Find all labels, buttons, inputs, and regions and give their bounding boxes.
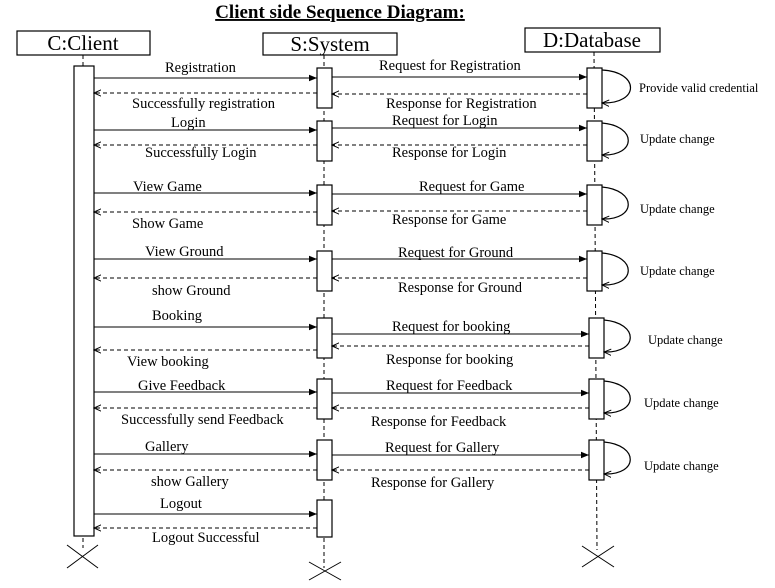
db-note: Update change: [640, 132, 715, 146]
client-response-label: Successfully send Feedback: [121, 412, 284, 428]
client-request-label: Login: [171, 115, 206, 131]
diagram-title: Client side Sequence Diagram:: [215, 2, 465, 23]
system-response-label: Response for Registration: [386, 96, 537, 112]
system-request-label: Request for Feedback: [386, 378, 513, 394]
database-activation: [588, 378, 605, 420]
destroy-mark-client: [66, 544, 99, 569]
system-response-label: Response for booking: [386, 352, 513, 368]
self-call-arrow: [604, 441, 631, 474]
system-response-label: Response for Gallery: [371, 475, 495, 491]
system-activation: [316, 378, 333, 420]
system-activation: [316, 317, 333, 359]
system-response-label: Response for Feedback: [371, 414, 507, 430]
destroy-mark-system: [308, 561, 342, 581]
client-request-label: Give Feedback: [138, 378, 226, 394]
system-request-label: Request for Ground: [398, 245, 514, 261]
client-request-label: Gallery: [145, 439, 189, 455]
destroy-mark-database: [581, 545, 615, 568]
system-request-label: Request for Game: [419, 179, 525, 195]
self-call-arrow: [602, 186, 629, 219]
system-activation: [316, 67, 333, 109]
db-note: Update change: [640, 202, 715, 216]
database-activation: [586, 184, 603, 226]
database-activation: [588, 317, 605, 359]
client-request-label: View Game: [133, 179, 202, 195]
client-response-label: show Ground: [152, 283, 231, 299]
client-response-label: Show Game: [132, 216, 203, 232]
client-response-label: Successfully registration: [132, 96, 276, 112]
client-response-label: View booking: [127, 354, 209, 370]
system-response-label: Response for Login: [392, 145, 507, 161]
client-response-label: Successfully Login: [145, 145, 257, 161]
actor-system-label: S:System: [290, 32, 369, 56]
db-note: Update change: [644, 396, 719, 410]
database-activation: [586, 67, 603, 109]
system-response-label: Response for Ground: [398, 280, 523, 296]
system-request-label: Request for Login: [392, 113, 498, 129]
database-activation: [588, 439, 605, 481]
actor-client-label: C:Client: [47, 31, 118, 55]
self-call-arrow: [604, 380, 631, 413]
actor-client: C:Client: [16, 30, 151, 56]
client-response-label: show Gallery: [151, 474, 229, 490]
client-request-label: Booking: [152, 308, 202, 324]
system-request-label: Request for Gallery: [385, 440, 500, 456]
system-activation: [316, 250, 333, 292]
system-request-label: Request for booking: [392, 319, 510, 335]
db-note: Update change: [648, 333, 723, 347]
system-activation: [316, 499, 333, 538]
actor-database-label: D:Database: [543, 28, 641, 52]
system-request-label: Request for Registration: [379, 58, 522, 74]
system-activation: [316, 439, 333, 481]
self-call-arrow: [602, 122, 629, 155]
client-request-label: View Ground: [145, 244, 224, 260]
self-call-arrow: [604, 319, 631, 352]
database-activation: [586, 120, 603, 162]
db-note: Provide valid credential: [639, 81, 759, 95]
actor-database: D:Database: [524, 27, 661, 53]
self-call-arrow: [602, 252, 629, 285]
client-activation: [73, 65, 95, 537]
system-response-label: Response for Game: [392, 212, 506, 228]
client-request-label: Logout: [160, 496, 202, 512]
actor-system: S:System: [262, 32, 398, 56]
database-activation: [586, 250, 603, 292]
self-call-arrow: [602, 69, 631, 103]
db-note: Update change: [644, 459, 719, 473]
system-activation: [316, 120, 333, 162]
client-request-label: Registration: [165, 60, 237, 76]
system-activation: [316, 184, 333, 226]
db-note: Update change: [640, 264, 715, 278]
client-response-label: Logout Successful: [152, 530, 260, 546]
